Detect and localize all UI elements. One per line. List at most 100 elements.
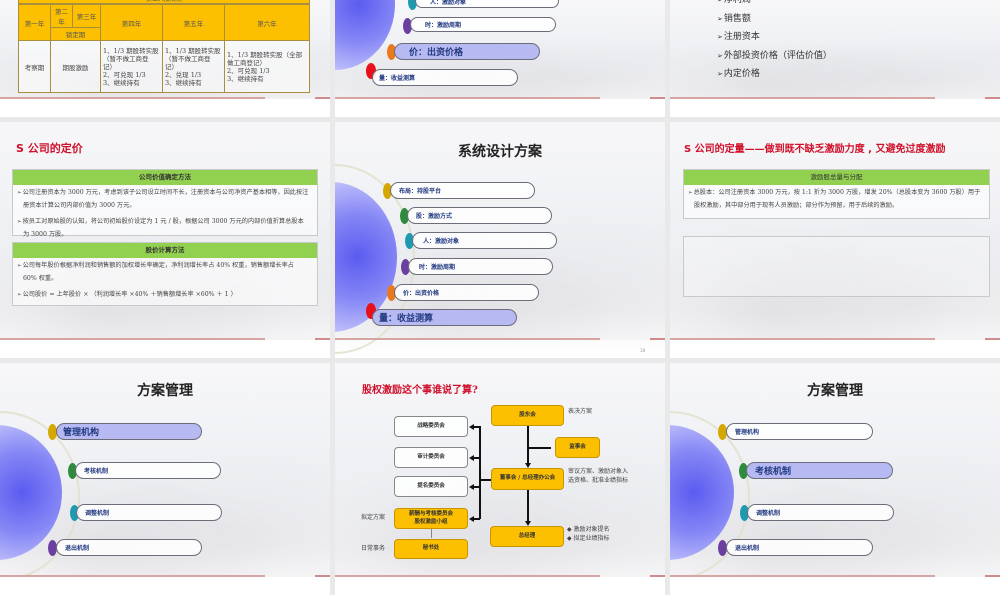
arrow-down-icon xyxy=(524,521,531,526)
node-supervisors[interactable]: 监事会 xyxy=(555,437,600,458)
bullet-dot-icon xyxy=(401,259,410,275)
slide-plan-management-1[interactable]: 方案管理 管理机构 考核机制 调整机制 退出机制 xyxy=(0,363,330,595)
bullet-dot-icon xyxy=(48,540,57,556)
note-shareholders: 表决方案 xyxy=(568,408,593,415)
management-item[interactable]: 退出机制 xyxy=(56,539,202,556)
design-item[interactable]: 量：收益测算 xyxy=(372,69,518,86)
management-item[interactable]: 管理机构 xyxy=(726,423,873,440)
slide-equity-cycle-table[interactable]: 员工入股周期 第一年 第二年 第三年 第四年 第五年 第六年 锁定期 考察期 期… xyxy=(0,0,330,117)
pricing-basis-list: 净利润 销售额 注册资本 外部投资价格（评估价值） 内定价格 xyxy=(717,0,832,84)
divider-line xyxy=(0,97,265,99)
design-item[interactable]: 人：激励对象 xyxy=(412,232,557,249)
bullet-dot-icon xyxy=(48,424,57,440)
slide-title: 股权激励这个事谁说了算? xyxy=(362,385,478,396)
list-item: 注册资本 xyxy=(717,28,832,47)
table-cell: 1、1/3 期股转实股（暂不做工商登记） 2、可兑现 1/3 3、继续持有 xyxy=(100,40,163,93)
slide-title: 方案管理 xyxy=(807,383,863,399)
bullet-dot-icon xyxy=(740,505,749,521)
management-item[interactable]: 调整机制 xyxy=(747,504,894,521)
node-secretariat[interactable]: 秘书处 xyxy=(394,539,468,559)
bullet-text: 按员工对原始股的认知，将公司初始股价设定为 1 元 / 股，根据公司 3000 … xyxy=(13,214,317,243)
connector-line xyxy=(431,529,432,538)
slide-title: S 公司的定量——做到既不缺乏激励力度 , 又避免过度激励 xyxy=(684,144,946,155)
bullet-dot-icon xyxy=(405,233,414,249)
divider-line xyxy=(335,338,600,340)
slide-s-company-quantity[interactable]: S 公司的定量——做到既不缺乏激励力度 , 又避免过度激励 激励股总量与分配 总… xyxy=(670,122,1000,358)
management-item[interactable]: 调整机制 xyxy=(76,504,222,521)
node-compensation-committee[interactable]: 薪酬与考核委员会 股权激励小组 xyxy=(394,508,468,529)
divider-line xyxy=(0,575,265,577)
divider-line xyxy=(650,575,665,577)
design-item[interactable]: 价：出资价格 xyxy=(394,284,539,301)
arrow-left-icon xyxy=(469,455,474,461)
divider-line xyxy=(650,97,665,99)
slide-plan-management-2[interactable]: 方案管理 管理机构 考核机制 调整机制 退出机制 xyxy=(670,363,1000,595)
design-item[interactable]: 人：激励对象 xyxy=(415,0,559,8)
divider-line xyxy=(670,338,935,340)
divider-line xyxy=(335,575,600,577)
design-item-active[interactable]: 价：出资价格 xyxy=(394,43,540,60)
node-general-manager[interactable]: 总经理 xyxy=(490,526,564,547)
management-item[interactable]: 考核机制 xyxy=(75,462,221,479)
design-item[interactable]: 时：激励周期 xyxy=(410,17,556,32)
connector-line xyxy=(479,479,491,481)
management-item-active[interactable]: 管理机构 xyxy=(56,423,202,440)
table-cell: 1、1/3 期股转实股（暂不做工商登记） 2、兑现 1/3 3、继续持有 xyxy=(162,40,225,93)
slide-pricing-basis[interactable]: 净利润 销售额 注册资本 外部投资价格（评估价值） 内定价格 xyxy=(670,0,1000,117)
col-header: 第五年 xyxy=(162,4,225,41)
slide-footer xyxy=(0,577,330,595)
divider-line xyxy=(315,575,330,577)
slide-title: 系统设计方案 xyxy=(458,144,542,160)
arrow-left-icon xyxy=(469,516,474,522)
design-item[interactable]: 股：激励方式 xyxy=(407,207,552,224)
page-number: 18 xyxy=(639,348,645,353)
box-header: 股价计算方法 xyxy=(13,243,317,258)
slide-design-price[interactable]: 人：激励对象 时：激励周期 价：出资价格 量：收益测算 xyxy=(335,0,665,117)
slide-footer xyxy=(335,340,665,358)
bullet-text: 公司每年股价根据净利润和销售额的加权增长率确定，净利润增长率占 40% 权重，销… xyxy=(13,258,317,287)
node-board[interactable]: 董事会 / 总经理办公会 xyxy=(491,468,564,490)
note-draft-plan: 拟定方案 xyxy=(361,514,386,521)
slide-governance-chart[interactable]: 股权激励这个事谁说了算? 股东会 表决方案 监事会 董事会 / 总经理办公会 审… xyxy=(335,363,665,595)
bullet-text: 公司注册资本为 3000 万元，考虑到该子公司设立时间不长，注册资本与公司净资产… xyxy=(13,185,317,214)
note-board: 审议方案、激励对象入 选资格、批准业绩指标 xyxy=(568,468,629,484)
note-daily-affairs: 日常事务 xyxy=(361,545,386,552)
table-cell: 期股激励 xyxy=(50,40,101,93)
connector-line xyxy=(479,426,481,519)
price-method-box: 股价计算方法 公司每年股价根据净利润和销售额的加权增长率确定，净利润增长率占 4… xyxy=(12,242,318,306)
background-art xyxy=(335,437,665,577)
design-item[interactable]: 布局：持股平台 xyxy=(390,182,535,199)
node-audit-committee[interactable]: 审计委员会 xyxy=(394,447,468,468)
node-nomination-committee[interactable]: 提名委员会 xyxy=(394,476,468,497)
divider-line xyxy=(985,338,1000,340)
note-general-manager: ◆ 激励对象提名 ◆ 拟定业绩指标 xyxy=(567,526,610,542)
slide-footer xyxy=(0,340,330,358)
node-shareholders[interactable]: 股东会 xyxy=(491,405,564,426)
management-item[interactable]: 退出机制 xyxy=(726,539,873,556)
list-item: 净利润 xyxy=(717,0,832,10)
slide-system-design[interactable]: 系统设计方案 布局：持股平台 股：激励方式 人：激励对象 时：激励周期 价：出资… xyxy=(335,122,665,358)
connector-line xyxy=(527,426,529,463)
connector-line xyxy=(473,486,480,488)
value-method-box: 公司价值确定方法 公司注册资本为 3000 万元，考虑到该子公司设立时间不长，注… xyxy=(12,169,318,238)
box-header: 激励股总量与分配 xyxy=(684,170,989,185)
bullet-dot-icon xyxy=(383,183,392,199)
incentive-total-box: 激励股总量与分配 总股本：公司注册资本 3000 万元，按 1:1 折为 300… xyxy=(683,169,990,219)
bullet-dot-icon xyxy=(718,424,727,440)
list-item: 内定价格 xyxy=(717,65,832,84)
bullet-dot-icon xyxy=(387,285,396,301)
slide-footer xyxy=(0,99,330,117)
management-item-active[interactable]: 考核机制 xyxy=(746,462,893,479)
design-item-active[interactable]: 量：收益测算 xyxy=(372,309,517,326)
arrow-left-icon xyxy=(469,484,474,490)
divider-line xyxy=(0,338,265,340)
design-item[interactable]: 时：激励周期 xyxy=(408,258,553,275)
decorative-circle xyxy=(335,0,395,70)
node-strategy-committee[interactable]: 战略委员会 xyxy=(394,416,468,437)
lock-period-label: 锁定期 xyxy=(50,27,101,41)
connector-line xyxy=(473,457,480,459)
list-item: 销售额 xyxy=(717,10,832,29)
slide-s-company-pricing[interactable]: S 公司的定价 公司价值确定方法 公司注册资本为 3000 万元，考虑到该子公司… xyxy=(0,122,330,358)
bullet-dot-icon xyxy=(400,208,409,224)
